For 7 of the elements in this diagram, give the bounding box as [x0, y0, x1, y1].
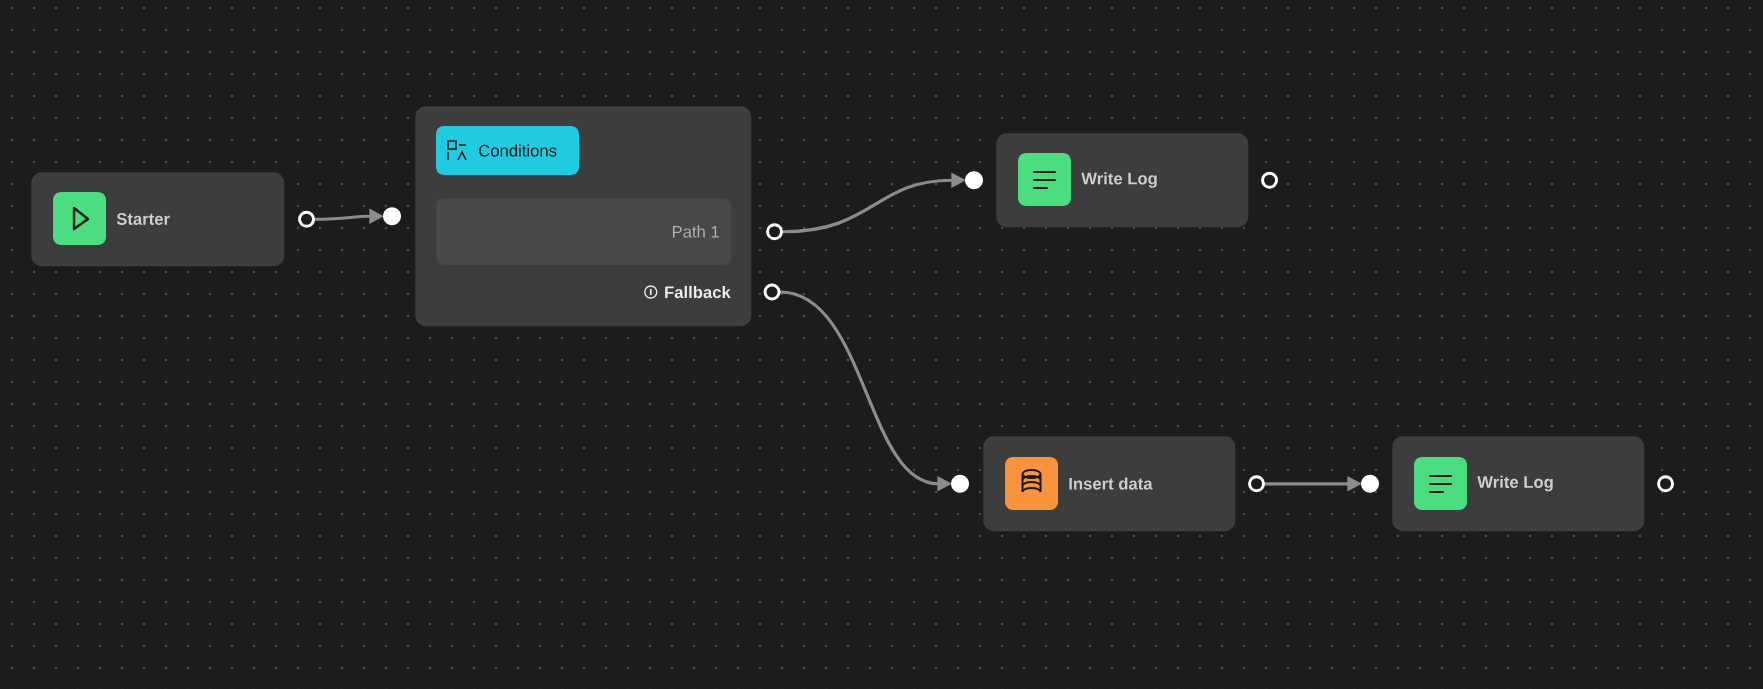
branch-row: Path 1: [436, 198, 732, 266]
step-card: Write Log: [1392, 436, 1645, 532]
step-card: Starter: [31, 172, 285, 267]
condition-badge: Conditions: [436, 126, 579, 175]
step-card: Write Log: [996, 133, 1249, 228]
step-card: Insert data: [983, 436, 1236, 532]
branch-label: Fallback: [665, 285, 731, 299]
